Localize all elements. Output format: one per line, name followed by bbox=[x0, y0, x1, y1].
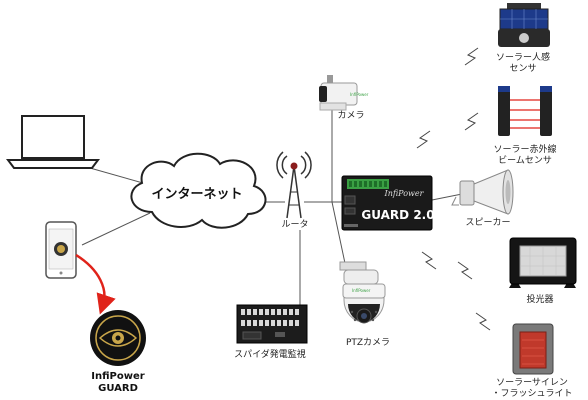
ir-beam-label-2: ビームセンサ bbox=[498, 155, 552, 166]
floodlight-icon bbox=[509, 237, 577, 288]
floodlight-label: 投光器 bbox=[526, 293, 553, 305]
laptop-icon bbox=[6, 115, 100, 169]
speaker-icon bbox=[451, 169, 514, 215]
ptz-camera-label: PTZカメラ bbox=[346, 337, 390, 348]
speaker-label: スピーカー bbox=[465, 217, 510, 228]
ir-beam-sensor-icon bbox=[498, 86, 552, 136]
connector-lines bbox=[81, 110, 463, 305]
wireless-links bbox=[416, 47, 491, 331]
app-logo bbox=[90, 310, 146, 366]
internet-label: インターネット bbox=[151, 187, 242, 202]
app-name-line2: GUARD bbox=[98, 383, 138, 394]
smartphone-icon bbox=[45, 221, 77, 279]
solar-motion-label-1: ソーラー人感 bbox=[496, 51, 550, 63]
router-label: ルータ bbox=[281, 219, 308, 230]
siren-label-2: ・フラッシュライト bbox=[491, 388, 572, 399]
svg-text:InfiPower: InfiPower bbox=[352, 288, 371, 293]
solar-motion-sensor-icon bbox=[498, 3, 550, 47]
app-name-line1: InfiPower bbox=[91, 371, 144, 382]
guard-script-logo: InfiPower bbox=[384, 189, 425, 198]
router-icon bbox=[276, 151, 312, 219]
svg-text:InfiPower: InfiPower bbox=[350, 92, 369, 97]
internet-cloud bbox=[130, 152, 267, 229]
guard-model-label: GUARD 2.0 bbox=[361, 208, 434, 222]
solar-motion-label-2: センサ bbox=[509, 63, 536, 74]
spider-monitor-icon bbox=[236, 304, 308, 344]
bullet-camera-icon: InfiPower bbox=[319, 75, 369, 111]
ptz-camera-icon: InfiPower bbox=[339, 261, 386, 324]
siren-label-1: ソーラーサイレン bbox=[496, 377, 568, 388]
camera-label: カメラ bbox=[337, 110, 364, 121]
guard-controller: InfiPower GUARD 2.0 bbox=[341, 175, 435, 231]
ir-beam-label-1: ソーラー赤外線 bbox=[493, 143, 556, 155]
spider-monitor-label: スパイダ発電監視 bbox=[234, 348, 306, 360]
app-arrow bbox=[75, 253, 116, 315]
solar-siren-icon bbox=[512, 323, 554, 375]
